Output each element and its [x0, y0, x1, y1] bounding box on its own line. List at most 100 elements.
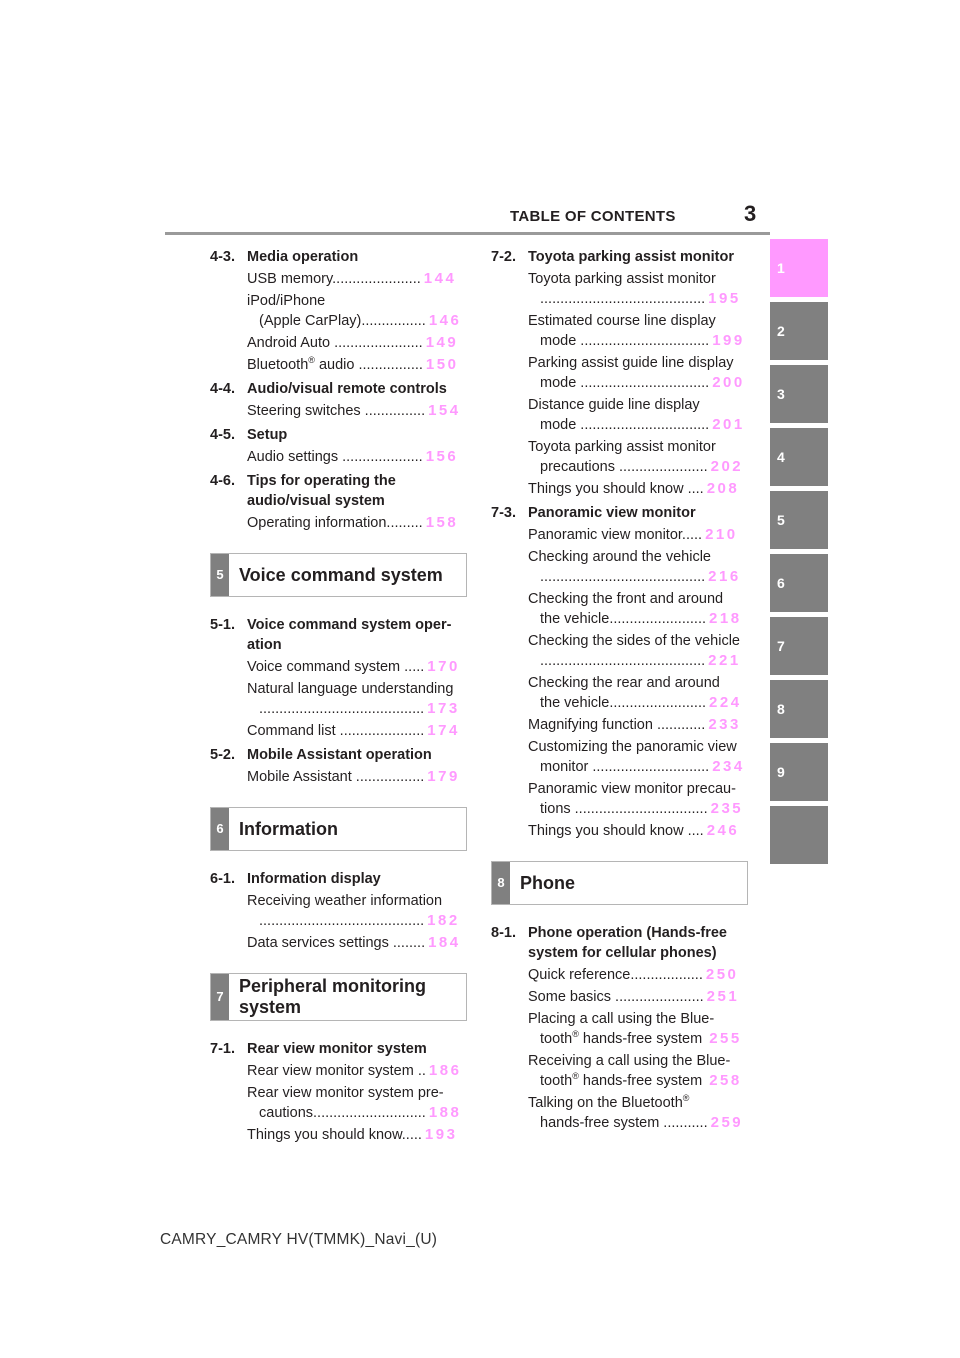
page-link[interactable]: 218	[709, 610, 742, 627]
page-link[interactable]: 234	[712, 758, 745, 775]
chapter-box: 5 Voice command system	[210, 553, 467, 597]
entry-text: monitor .............................	[540, 759, 710, 775]
page-link[interactable]: 201	[712, 416, 745, 433]
toc-entry[interactable]: Natural language understanding .........…	[210, 679, 468, 719]
page-link[interactable]: 233	[708, 716, 741, 733]
page-link[interactable]: 170	[427, 658, 460, 675]
page-link[interactable]: 200	[712, 374, 745, 391]
page-link[interactable]: 210	[705, 526, 738, 543]
toc-entry[interactable]: Toyota parking assist monitor ..........…	[491, 269, 749, 309]
toc-entry[interactable]: Panoramic view monitor precau- tions ...…	[491, 779, 749, 819]
page-link[interactable]: 193	[424, 1126, 458, 1143]
page-link[interactable]: 182	[427, 912, 460, 929]
page-link[interactable]: 188	[428, 1104, 462, 1121]
toc-entry[interactable]: Android Auto ......................149	[210, 333, 468, 353]
chapter-tab-5[interactable]: 5	[770, 491, 828, 549]
chapter-tab-6[interactable]: 6	[770, 554, 828, 612]
page-link[interactable]: 251	[706, 988, 740, 1005]
chapter-number: 5	[211, 554, 229, 596]
page-link[interactable]: 208	[706, 480, 740, 497]
toc-entry[interactable]: USB memory......................144	[210, 269, 468, 289]
page-link[interactable]: 158	[425, 514, 459, 531]
toc-entry[interactable]: Steering switches ...............154	[210, 401, 468, 421]
page-link[interactable]: 216	[708, 568, 741, 585]
section-title: Phone operation (Hands-free system for c…	[528, 925, 727, 961]
entry-text: Toyota parking assist monitor	[528, 271, 716, 287]
entry-text: ........................................…	[540, 291, 706, 307]
page-link[interactable]: 173	[427, 700, 460, 717]
entry-text: Android Auto ......................	[247, 335, 423, 351]
toc-entry[interactable]: Estimated course line display mode .....…	[491, 311, 749, 351]
toc-entry[interactable]: Talking on the Bluetooth® hands-free sys…	[491, 1093, 749, 1133]
toc-entry[interactable]: Some basics ......................251	[491, 987, 749, 1007]
toc-entry[interactable]: Operating information.........158	[210, 513, 468, 533]
chapter-tab-1[interactable]: 1	[770, 239, 828, 297]
page-link[interactable]: 246	[706, 822, 740, 839]
toc-entry[interactable]: Receiving weather information ..........…	[210, 891, 468, 931]
toc-entry[interactable]: Placing a call using the Blue- tooth® ha…	[491, 1009, 749, 1049]
chapter-tab-9[interactable]: 9	[770, 743, 828, 801]
toc-entry[interactable]: Things you should know ....208	[491, 479, 749, 499]
page-link[interactable]: 199	[712, 332, 745, 349]
toc-entry[interactable]: Mobile Assistant .................179	[210, 767, 468, 787]
toc-entry[interactable]: Checking the front and around the vehicl…	[491, 589, 749, 629]
toc-entry[interactable]: Checking around the vehicle ............…	[491, 547, 749, 587]
chapter-tab-4[interactable]: 4	[770, 428, 828, 486]
chapter-title: Phone	[520, 872, 576, 893]
entry-text: mode ................................	[540, 333, 710, 349]
entry-text: Steering switches ...............	[247, 403, 426, 419]
toc-entry[interactable]: Panoramic view monitor.....210	[491, 525, 749, 545]
page-link[interactable]: 195	[708, 290, 741, 307]
chapter-tab-2[interactable]: 2	[770, 302, 828, 360]
page-link[interactable]: 258	[709, 1072, 742, 1089]
page-link[interactable]: 235	[710, 800, 744, 817]
toc-entry[interactable]: Audio settings ....................156	[210, 447, 468, 467]
toc-entry[interactable]: Things you should know.....193	[210, 1125, 468, 1145]
entry-text: Natural language understanding	[247, 681, 454, 697]
toc-entry[interactable]: Receiving a call using the Blue- tooth® …	[491, 1051, 749, 1091]
page-link[interactable]: 250	[705, 966, 739, 983]
toc-entry[interactable]: Rear view monitor system pre- cautions..…	[210, 1083, 468, 1123]
page-link[interactable]: 202	[710, 458, 744, 475]
page-link[interactable]: 144	[423, 270, 457, 287]
toc-entry[interactable]: Distance guide line display mode .......…	[491, 395, 749, 435]
toc-entry[interactable]: Magnifying function ............233	[491, 715, 749, 735]
entry-text: Voice command system .....	[247, 659, 425, 675]
chapter-tab-3[interactable]: 3	[770, 365, 828, 423]
page-link[interactable]: 150	[425, 356, 459, 373]
toc-entry[interactable]: Toyota parking assist monitor precaution…	[491, 437, 749, 477]
toc-entry[interactable]: Customizing the panoramic view monitor .…	[491, 737, 749, 777]
page-link[interactable]: 255	[709, 1030, 742, 1047]
toc-entry[interactable]: Checking the sides of the vehicle ......…	[491, 631, 749, 671]
registered-mark: ®	[682, 1093, 690, 1104]
section-title: Information display	[247, 871, 381, 887]
entry-text: Things you should know ....	[528, 823, 704, 839]
toc-entry[interactable]: Things you should know ....246	[491, 821, 749, 841]
page-link[interactable]: 259	[710, 1114, 744, 1131]
toc-entry[interactable]: iPod/iPhone (Apple CarPlay).............…	[210, 291, 468, 331]
toc-section: 4-3. Media operation	[210, 247, 468, 267]
toc-entry[interactable]: Command list .....................174	[210, 721, 468, 741]
page-link[interactable]: 186	[428, 1062, 462, 1079]
toc-entry[interactable]: Voice command system .....170	[210, 657, 468, 677]
toc-entry[interactable]: Data services settings ........184	[210, 933, 468, 953]
page-link[interactable]: 174	[427, 722, 460, 739]
toc-entry[interactable]: Rear view monitor system ..186	[210, 1061, 468, 1081]
page-link[interactable]: 224	[709, 694, 742, 711]
toc-entry[interactable]: Bluetooth® audio ................150	[210, 355, 468, 375]
chapter-tab-7[interactable]: 7	[770, 617, 828, 675]
chapter-tab-8[interactable]: 8	[770, 680, 828, 738]
page-link[interactable]: 156	[425, 448, 459, 465]
page-link[interactable]: 146	[428, 312, 462, 329]
page-link[interactable]: 154	[428, 402, 461, 419]
toc-section: 5-1. Voice command system oper-ation	[210, 615, 468, 655]
page-link[interactable]: 179	[427, 768, 460, 785]
page-link[interactable]: 149	[425, 334, 459, 351]
entry-text: tions .................................	[540, 801, 708, 817]
toc-entry[interactable]: Parking assist guide line display mode .…	[491, 353, 749, 393]
page-link[interactable]: 184	[428, 934, 461, 951]
chapter-tab-index[interactable]	[770, 806, 828, 864]
page-link[interactable]: 221	[708, 652, 741, 669]
toc-entry[interactable]: Checking the rear and around the vehicle…	[491, 673, 749, 713]
toc-entry[interactable]: Quick reference..................250	[491, 965, 749, 985]
